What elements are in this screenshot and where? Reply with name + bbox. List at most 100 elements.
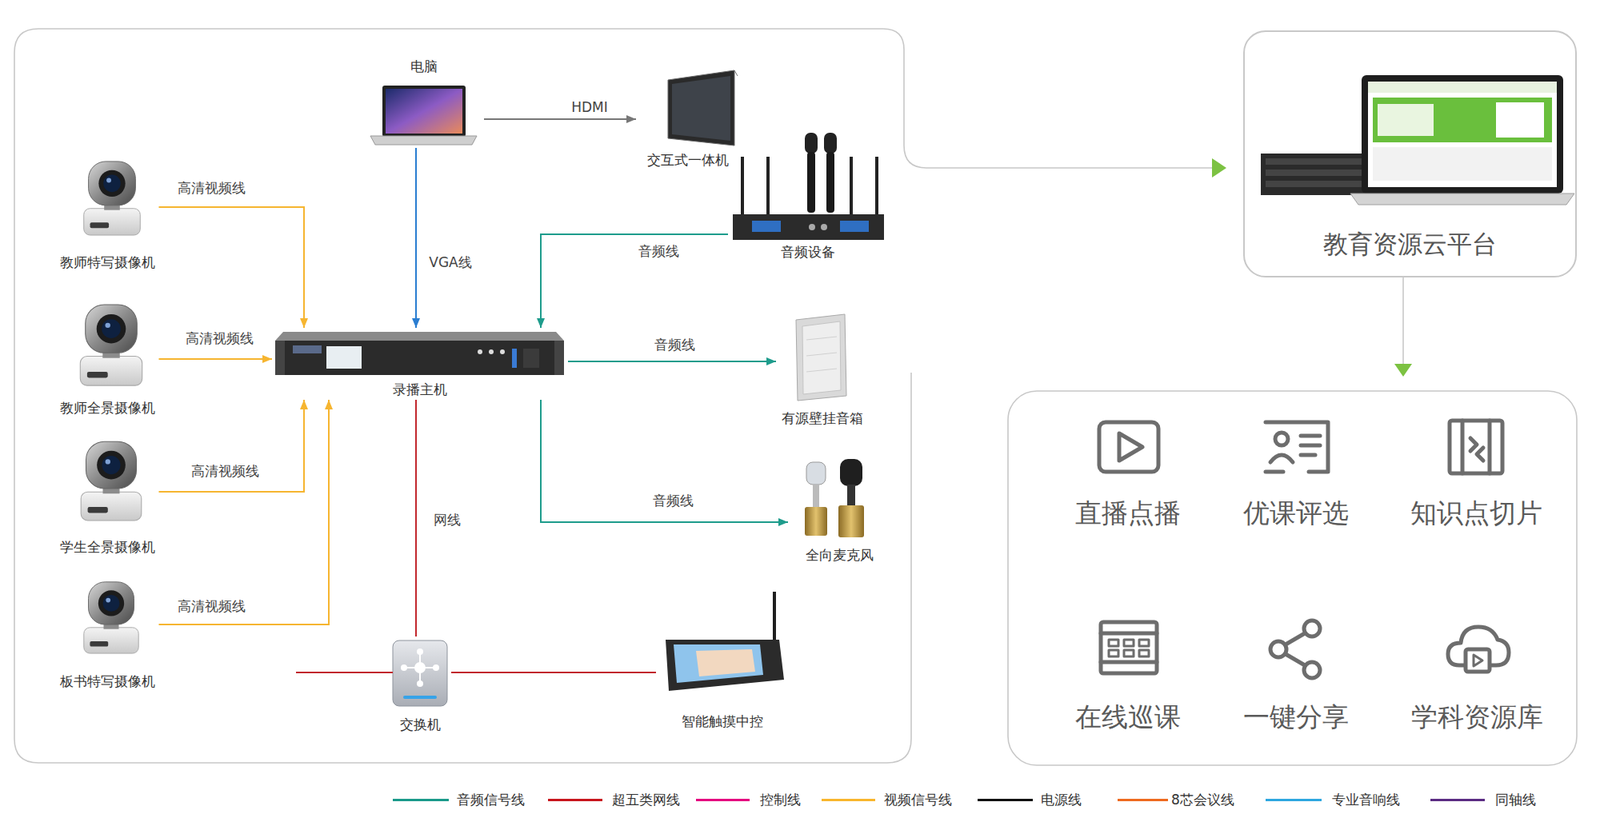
feature-icon (1099, 420, 1509, 679)
feature-icon (1300, 444, 1320, 448)
node-label: 录播主机 (392, 380, 448, 399)
monitor-illustration (672, 76, 731, 141)
laptop-illustration (385, 88, 463, 134)
feature-icon (1119, 433, 1143, 461)
wall-speaker: 有源壁挂音箱 (776, 310, 869, 429)
monitor-illustration (668, 70, 738, 146)
audio-device-illustration (740, 156, 744, 218)
feature-icon (1275, 432, 1288, 446)
flow-arrowhead (1394, 364, 1412, 377)
node-label: 学生全景摄像机 (60, 538, 156, 556)
feature-icon (1488, 420, 1492, 474)
recorder-illustration (275, 332, 564, 341)
feature-icon (1473, 655, 1483, 667)
switch-illustration (403, 696, 437, 700)
legend-label: 8芯会议线 (1171, 792, 1235, 808)
legend-swatch (392, 799, 449, 802)
node-label: 交换机 (400, 716, 441, 734)
audio-device-illustration (849, 156, 853, 218)
recording-host: 录播主机 (272, 328, 568, 400)
feature-icon (1300, 453, 1316, 458)
node-label: 板书特写摄像机 (60, 672, 156, 691)
edge-label: 高清视频线 (175, 180, 248, 196)
node-label: 电脑 (410, 57, 438, 76)
node-label: 有源壁挂音箱 (781, 409, 864, 428)
feature-icon (1470, 438, 1477, 452)
camera-illustration (80, 441, 142, 521)
cloud-platform-illustration (1350, 193, 1575, 205)
microphone: 全向麦克风 (788, 454, 891, 566)
node-label: 直播点播 (1075, 496, 1181, 532)
feature-icon (1270, 455, 1293, 463)
speaker-illustration (806, 352, 837, 356)
recorder-illustration (326, 346, 362, 369)
node-label: 教师特写摄像机 (60, 253, 156, 272)
audio-device-illustration (804, 132, 818, 154)
panel-outline (14, 28, 912, 764)
feature-item: 学科资源库 (1388, 614, 1565, 743)
node-label: 教育资源云平台 (1323, 228, 1497, 260)
video-cable (159, 207, 305, 328)
audio-cable (568, 360, 776, 363)
edge-label: 音频线 (650, 492, 696, 509)
interactive-display: 交互式一体机 (636, 65, 740, 171)
switch-illustration (392, 640, 448, 707)
flow-arrowhead (1212, 158, 1227, 178)
cloud-platform-illustration (1368, 81, 1557, 93)
feature-icon (1139, 640, 1149, 647)
legend-label: 控制线 (760, 792, 801, 808)
feature-icon (1124, 640, 1134, 647)
edge-label: 高清视频线 (175, 598, 248, 615)
node-label: 一键分享 (1243, 700, 1349, 736)
audio-device-illustration (808, 224, 816, 231)
panel-outline (1008, 391, 1577, 766)
audio-device-illustration (732, 214, 884, 240)
recorder-illustration (275, 340, 285, 376)
feature-icon (1448, 627, 1509, 666)
legend-label: 电源线 (1040, 792, 1082, 808)
switch-illustration (404, 667, 436, 669)
recorder-illustration (275, 340, 564, 376)
recorder-illustration (554, 340, 564, 376)
audio-device-illustration (752, 220, 781, 232)
edge-label: HDMI (568, 99, 611, 116)
legend-swatch (1265, 799, 1322, 802)
feature-icon (1139, 650, 1149, 657)
edge-label: 音频线 (636, 243, 682, 260)
microphone-illustration (804, 507, 828, 536)
recorder-illustration (275, 332, 564, 376)
recorder-illustration (292, 345, 322, 354)
feature-icon (1449, 420, 1503, 474)
feature-item: 知识点切片 (1388, 412, 1564, 540)
control-panel-illustration (772, 592, 776, 640)
recorder-illustration (477, 349, 483, 355)
cloud-platform-illustration (1361, 75, 1564, 194)
legend-swatch (1430, 799, 1485, 802)
camera: 教师全景摄像机 (56, 296, 160, 419)
audio-device-illustration (875, 156, 879, 218)
audio-device-illustration (766, 156, 770, 218)
feature-icon (1265, 422, 1328, 472)
camera: 教师特写摄像机 (56, 153, 160, 273)
cloud-platform-illustration (1372, 147, 1552, 181)
hdmi-cable (484, 118, 636, 120)
legend-swatch (821, 799, 876, 802)
control-panel-illustration (665, 640, 784, 692)
feature-icon (1285, 654, 1305, 666)
speaker-illustration (796, 314, 847, 401)
speaker-illustration (802, 321, 841, 395)
feature-icon (1108, 640, 1119, 647)
edge-label: 高清视频线 (188, 463, 262, 480)
feature-icon (1465, 649, 1490, 672)
feature-icon (1476, 448, 1484, 461)
camera-illustration (84, 161, 141, 236)
monitor-illustration (734, 70, 738, 76)
edge-label: 高清视频线 (183, 330, 256, 347)
cloud-platform-illustration (1372, 97, 1552, 143)
recorder-illustration (512, 348, 517, 368)
camera: 板书特写摄像机 (56, 574, 160, 692)
legend-label: 专业音响线 (1332, 792, 1400, 808)
